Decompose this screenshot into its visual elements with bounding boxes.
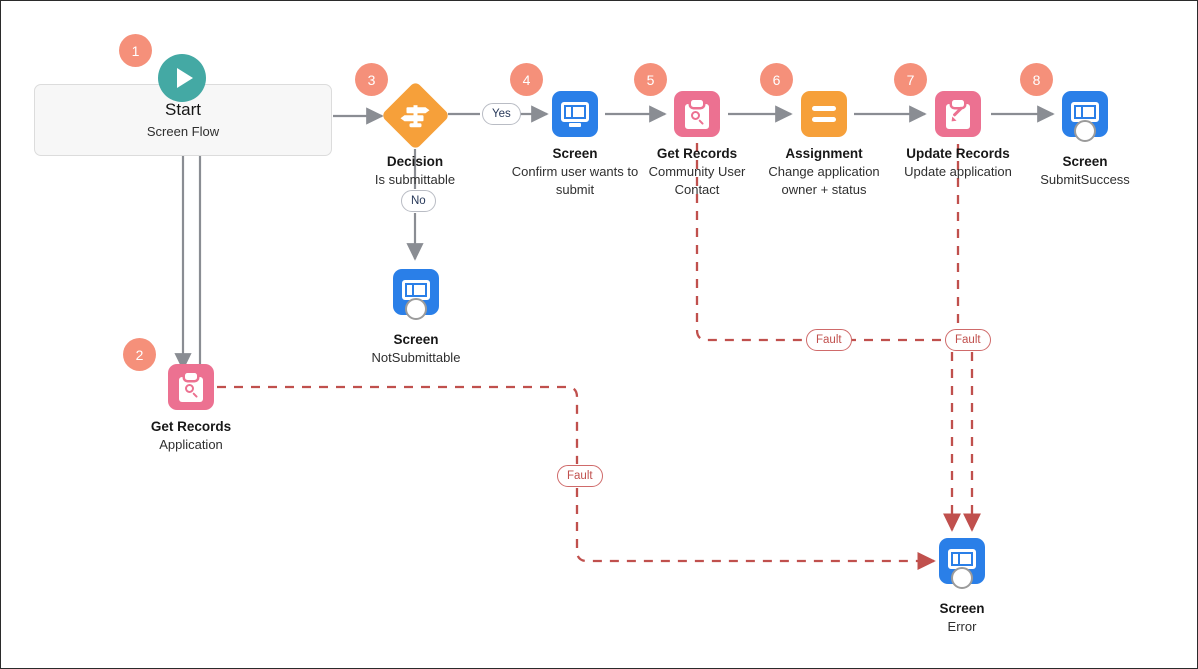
- node-assignment-change-owner[interactable]: Assignment Change application owner + st…: [758, 91, 890, 199]
- pause-decorator-icon: [1074, 120, 1096, 142]
- play-icon[interactable]: [158, 54, 206, 102]
- step-badge-1: 1: [119, 34, 152, 67]
- connector-label-fault-3[interactable]: Fault: [945, 329, 991, 351]
- node-screen-error[interactable]: Screen Error: [909, 538, 1015, 636]
- node-get-records-community-user[interactable]: Get Records Community User Contact: [637, 91, 757, 199]
- clipboard-search-icon: [168, 364, 214, 410]
- connector-label-fault-1[interactable]: Fault: [557, 465, 603, 487]
- step-badge-2: 2: [123, 338, 156, 371]
- step-badge-5: 5: [634, 63, 667, 96]
- start-node[interactable]: Start Screen Flow: [34, 84, 332, 156]
- step-badge-7: 7: [894, 63, 927, 96]
- clipboard-pencil-icon: [935, 91, 981, 137]
- start-title: Start: [165, 100, 201, 119]
- node-screen-submit-success[interactable]: Screen SubmitSuccess: [1032, 91, 1138, 189]
- node-title: Decision: [386, 154, 444, 169]
- node-screen-confirm-submit[interactable]: Screen Confirm user wants to submit: [506, 91, 644, 199]
- node-title: Screen: [1062, 154, 1108, 169]
- node-title: Update Records: [906, 146, 1010, 161]
- start-subtitle: Screen Flow: [146, 124, 220, 139]
- step-badge-3: 3: [355, 63, 388, 96]
- monitor-icon: [939, 538, 985, 589]
- node-subtitle: Change application owner + status: [768, 164, 880, 197]
- node-subtitle: Is submittable: [374, 172, 456, 187]
- connector-label-no[interactable]: No: [401, 190, 436, 212]
- node-subtitle: Confirm user wants to submit: [511, 164, 639, 197]
- node-title: Screen: [939, 601, 985, 616]
- step-badge-8: 8: [1020, 63, 1053, 96]
- clipboard-search-icon: [674, 91, 720, 137]
- step-badge-4: 4: [510, 63, 543, 96]
- node-screen-not-submittable[interactable]: Screen NotSubmittable: [357, 269, 475, 367]
- node-subtitle: Error: [947, 619, 977, 634]
- node-subtitle: NotSubmittable: [371, 350, 461, 365]
- monitor-icon: [1062, 91, 1108, 142]
- node-update-records-application[interactable]: Update Records Update application: [894, 91, 1022, 181]
- node-subtitle: Community User Contact: [648, 164, 746, 197]
- node-subtitle: Application: [159, 437, 223, 452]
- node-get-records-application[interactable]: Get Records Application: [136, 364, 246, 454]
- connector-label-yes[interactable]: Yes: [482, 103, 521, 125]
- monitor-icon: [393, 269, 439, 320]
- pause-decorator-icon: [405, 298, 427, 320]
- monitor-icon: [552, 91, 598, 137]
- connector-label-fault-2[interactable]: Fault: [806, 329, 852, 351]
- node-subtitle: SubmitSuccess: [1040, 172, 1130, 187]
- equals-icon: [801, 91, 847, 137]
- node-subtitle: Update application: [904, 164, 1012, 179]
- node-decision-is-submittable[interactable]: Decision Is submittable: [355, 80, 475, 189]
- step-badge-6: 6: [760, 63, 793, 96]
- node-title: Screen: [393, 332, 439, 347]
- node-title: Get Records: [656, 146, 738, 161]
- pause-decorator-icon: [951, 567, 973, 589]
- node-title: Assignment: [785, 146, 863, 161]
- node-title: Screen: [552, 146, 598, 161]
- signpost-icon: [380, 80, 450, 150]
- node-title: Get Records: [150, 419, 232, 434]
